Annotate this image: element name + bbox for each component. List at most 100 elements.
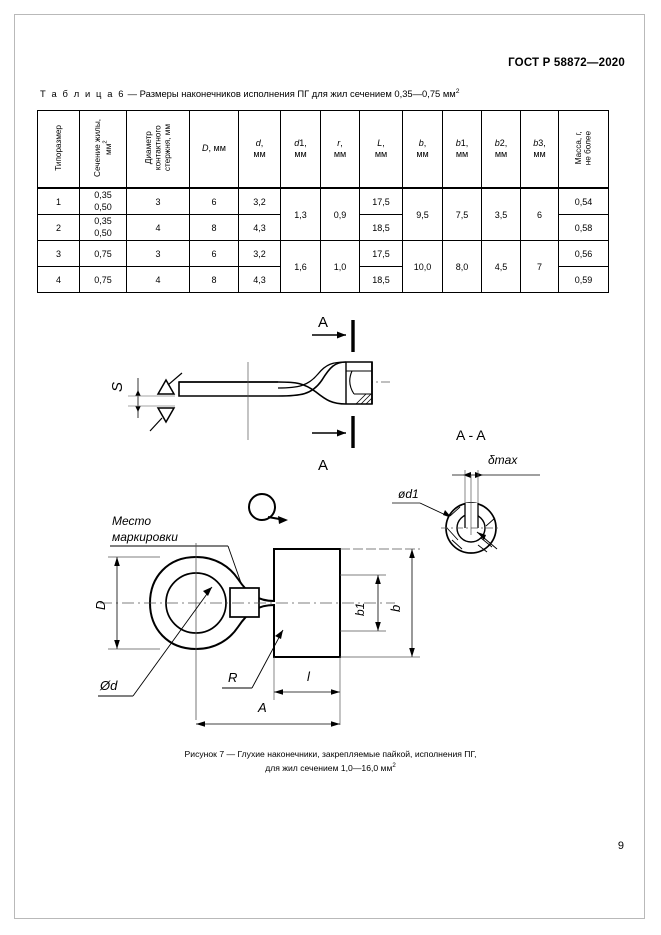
ring-hatching xyxy=(446,506,496,553)
cell-b: 10,0 xyxy=(402,240,443,293)
th-L: L,мм xyxy=(359,110,403,189)
dim-label-b: b xyxy=(388,605,403,612)
dim-arrow-l-left xyxy=(274,689,283,695)
inner-transition-curve xyxy=(277,361,347,389)
cell-b1: 8,0 xyxy=(442,240,482,293)
table-caption-label: Т а б л и ц а 6 xyxy=(40,88,126,100)
dim-arrow-D-top xyxy=(114,557,120,566)
cell-sechenie: 0,75 xyxy=(79,266,127,293)
cell-b3: 7 xyxy=(520,240,559,293)
dim-arrow-D-bottom xyxy=(114,640,120,649)
marking-square xyxy=(229,587,260,618)
dim-label-l: l xyxy=(307,669,311,684)
table-row: 4 0,75 4 8 4,3 18,5 0,59 xyxy=(37,266,609,293)
th-b3: b3,мм xyxy=(520,110,559,189)
table-caption-dash: — xyxy=(125,88,140,100)
ring-split-gap xyxy=(465,503,478,529)
th-d: d,мм xyxy=(238,110,281,189)
cell-b2: 4,5 xyxy=(481,240,521,293)
dim-label-Od: Ød xyxy=(99,678,118,693)
cell-massa: 0,56 xyxy=(558,240,609,267)
cell-tiporazmer: 1 xyxy=(37,187,80,215)
dim-Od-arrow xyxy=(203,587,212,596)
figure-caption-line2-text: для жил сечением 1,0—16,0 мм xyxy=(265,763,393,774)
marking-label-line2: маркировки xyxy=(112,530,178,544)
dim-label-b1: b1 xyxy=(353,603,367,616)
thickness-label-S: S xyxy=(109,382,126,392)
th-b-label: b,мм xyxy=(416,137,429,159)
th-massa: Масса, г,не более xyxy=(558,110,609,189)
cell-massa: 0,58 xyxy=(558,214,609,241)
dim-label-A: A xyxy=(257,700,267,715)
gap-arrow-left xyxy=(463,472,471,478)
dim-Od-leader xyxy=(132,586,213,697)
cell-b3: 6 xyxy=(520,187,559,241)
barrel-bore-curve xyxy=(349,370,355,395)
cell-tiporazmer: 2 xyxy=(37,214,80,241)
dim-arrow-b1-top xyxy=(375,575,381,584)
gap-arrow-right xyxy=(475,472,483,478)
side-section-view: A A S xyxy=(109,314,392,474)
cell-diametr: 3 xyxy=(126,187,190,215)
cell-diametr: 3 xyxy=(126,240,190,267)
cell-b1: 7,5 xyxy=(442,187,482,241)
dim-R-arrow xyxy=(275,630,283,639)
dim-arrow-b1-bottom xyxy=(375,622,381,631)
dim-label-D: D xyxy=(93,601,108,610)
cell-d: 3,2 xyxy=(238,187,281,215)
cell-D: 6 xyxy=(189,240,239,267)
figure-caption-superscript: 2 xyxy=(392,762,396,770)
surface-finish-symbol-upper xyxy=(156,372,183,395)
terminal-side-outline xyxy=(178,361,373,405)
cell-tiporazmer: 4 xyxy=(37,266,80,293)
rotation-symbol xyxy=(248,493,288,524)
thickness-arrow-lower xyxy=(135,406,141,412)
cell-d: 4,3 xyxy=(238,214,281,241)
cell-D: 8 xyxy=(189,214,239,241)
th-b2: b2,мм xyxy=(481,110,521,189)
th-b3-label: b3,мм xyxy=(533,137,546,159)
cell-massa: 0,54 xyxy=(558,187,609,215)
section-arrow-head-top xyxy=(337,331,346,339)
table-caption: Т а б л и ц а 6 — Размеры наконечников и… xyxy=(40,88,460,99)
figure-caption-line2: для жил сечением 1,0—16,0 мм2 xyxy=(0,761,661,775)
table-row: 3 0,75 3 6 3,2 1,6 1,0 17,5 10,0 8,0 4,5… xyxy=(37,240,609,293)
table-caption-text: Размеры наконечников исполнения ПГ для ж… xyxy=(139,88,456,100)
th-b2-label: b2,мм xyxy=(494,137,508,159)
cell-L: 17,5 xyxy=(359,187,403,215)
cell-massa: 0,59 xyxy=(558,266,609,293)
dim-arrow-b-top xyxy=(409,549,415,558)
th-sechenie-label: Сечение жилы,мм2 xyxy=(92,119,113,177)
dim-arrow-b-bottom xyxy=(409,648,415,657)
th-tiporazmer-label: Типоразмер xyxy=(53,125,63,171)
th-tiporazmer: Типоразмер xyxy=(37,110,80,189)
th-d1: d1,мм xyxy=(280,110,321,189)
th-b1-label: b1,мм xyxy=(455,137,469,159)
th-D-label: D, мм xyxy=(202,143,226,154)
th-d1-label: d1,мм xyxy=(294,137,307,159)
cell-diametr: 4 xyxy=(126,266,190,293)
th-r-label: r,мм xyxy=(333,137,347,159)
cell-d1: 1,6 xyxy=(280,240,321,293)
cell-D: 6 xyxy=(189,187,239,215)
cell-D: 8 xyxy=(189,266,239,293)
technical-drawing-svg: A A S xyxy=(93,314,540,727)
cell-diametr: 4 xyxy=(126,214,190,241)
th-sechenie: Сечение жилы,мм2 xyxy=(79,110,127,189)
th-b1: b1,мм xyxy=(442,110,482,189)
marking-label-line1: Место xyxy=(112,514,151,528)
th-b: b,мм xyxy=(402,110,443,189)
dim-arrow-A-right xyxy=(331,721,340,727)
cell-b: 9,5 xyxy=(402,187,443,241)
section-arrow-label-bottom: A xyxy=(318,457,328,474)
dim-arrow-l-right xyxy=(331,689,340,695)
ring-leader-arrow xyxy=(477,532,486,540)
cell-d1: 1,3 xyxy=(280,187,321,241)
section-arrow-head-bottom xyxy=(337,429,346,437)
